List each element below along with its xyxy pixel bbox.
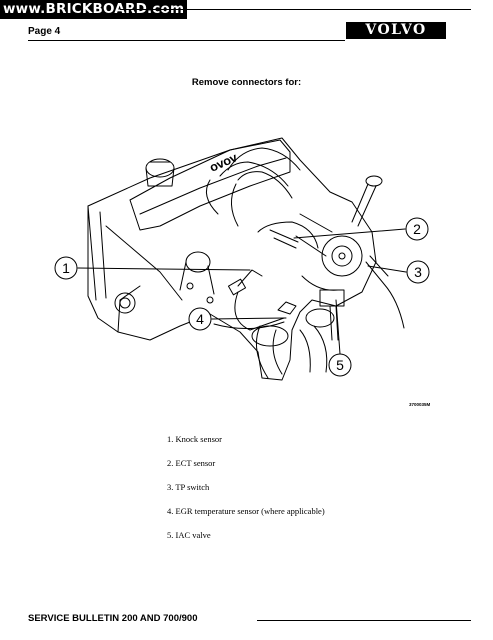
section-heading: Remove connectors for: xyxy=(191,77,302,88)
watermark-banner: www.BRICKBOARD.com xyxy=(0,0,188,19)
callout-1-label: 1 xyxy=(62,260,70,276)
valve-cover xyxy=(129,139,291,231)
callout-4-label: 4 xyxy=(196,311,204,327)
connector-legend: 1. Knock sensor 2. ECT sensor 3. TP swit… xyxy=(167,433,325,553)
callout-5-label: 5 xyxy=(336,357,344,373)
page-label: Page 4 xyxy=(28,26,61,37)
legend-item-egr-sensor: 4. EGR temperature sensor (where applica… xyxy=(167,506,325,516)
legend-item-ect-sensor: 2. ECT sensor xyxy=(167,458,216,468)
top-rule xyxy=(120,9,471,10)
engine-outline xyxy=(87,137,377,381)
callout-3 xyxy=(367,260,430,284)
figure-code: 3700035M xyxy=(409,402,431,407)
volvo-logo: VOLVO xyxy=(346,22,446,39)
callout-3-label: 3 xyxy=(414,264,422,280)
pulley xyxy=(321,235,363,277)
callout-4 xyxy=(188,307,287,331)
legend-item-tp-switch: 3. TP switch xyxy=(167,482,210,492)
footer-title: SERVICE BULLETIN 200 AND 700/900 xyxy=(28,613,198,624)
legend-item-knock-sensor: 1. Knock sensor xyxy=(167,434,223,444)
callout-1 xyxy=(54,256,251,280)
callout-2-label: 2 xyxy=(413,221,421,237)
callout-2 xyxy=(293,217,429,241)
callout-5 xyxy=(328,299,352,377)
footer-rule xyxy=(257,620,471,621)
hose xyxy=(255,325,283,379)
legend-item-iac-valve: 5. IAC valve xyxy=(167,530,211,540)
header-rule xyxy=(28,40,345,41)
